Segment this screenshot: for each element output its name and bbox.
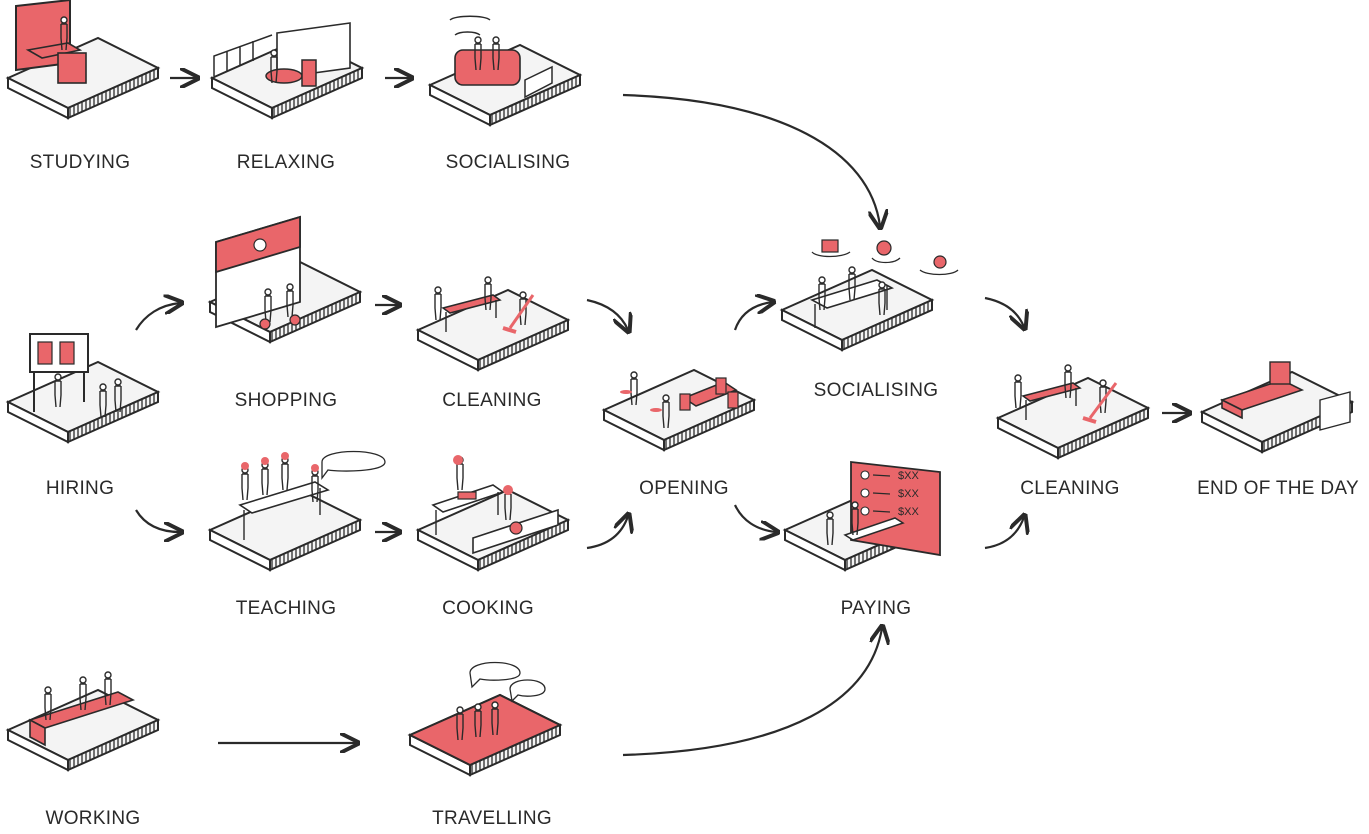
studying-illustration — [7, 0, 159, 119]
paying-illustration — [784, 460, 941, 571]
flow-arrows — [135, 78, 1188, 757]
arrow-hiring-teaching — [135, 509, 180, 532]
label-teaching: TEACHING — [235, 598, 337, 619]
arrow-paying-cleaning — [984, 517, 1024, 550]
teaching-illustration — [209, 450, 386, 571]
arrow-socialising-cleaning — [984, 296, 1024, 327]
label-working: WORKING — [45, 808, 141, 829]
label-studying: STUDYING — [29, 152, 131, 173]
end-of-day-illustration — [1201, 361, 1353, 453]
arrow-socialising-cafe — [622, 93, 880, 226]
menu-price-2: $XX — [898, 488, 919, 500]
menu-price-3: $XX — [898, 506, 919, 518]
socialising-home-illustration — [429, 15, 581, 126]
label-relaxing: RELAXING — [236, 152, 336, 173]
label-travelling: TRAVELLING — [432, 808, 552, 829]
arrow-cooking-opening — [586, 516, 628, 550]
arrow-cleaning-opening — [586, 298, 628, 330]
label-socialising-cafe: SOCIALISING — [813, 380, 939, 401]
menu-price-1: $XX — [898, 470, 919, 482]
label-opening: OPENING — [639, 478, 729, 499]
label-end-of-day: END OF THE DAY — [1197, 478, 1359, 499]
hiring-illustration — [7, 333, 159, 443]
label-cleaning-1: CLEANING — [442, 390, 542, 411]
travelling-illustration — [407, 661, 563, 776]
arrow-travelling-paying — [622, 628, 882, 757]
shopping-illustration — [209, 215, 361, 343]
label-shopping: SHOPPING — [234, 390, 338, 411]
label-paying: PAYING — [840, 598, 912, 619]
cleaning-2-illustration — [997, 364, 1149, 459]
cleaning-1-illustration — [417, 276, 569, 371]
arrow-hiring-shopping — [135, 303, 180, 331]
working-illustration — [7, 671, 159, 771]
socialising-cafe-illustration — [781, 239, 959, 351]
relaxing-illustration — [211, 22, 363, 119]
label-hiring: HIRING — [45, 478, 115, 499]
label-cleaning-2: CLEANING — [1020, 478, 1120, 499]
cooking-illustration — [417, 455, 569, 571]
arrow-opening-paying — [734, 504, 776, 532]
arrow-opening-socialising — [733, 302, 772, 331]
label-socialising-home: SOCIALISING — [445, 152, 571, 173]
opening-illustration — [603, 369, 755, 451]
label-cooking: COOKING — [442, 598, 534, 619]
